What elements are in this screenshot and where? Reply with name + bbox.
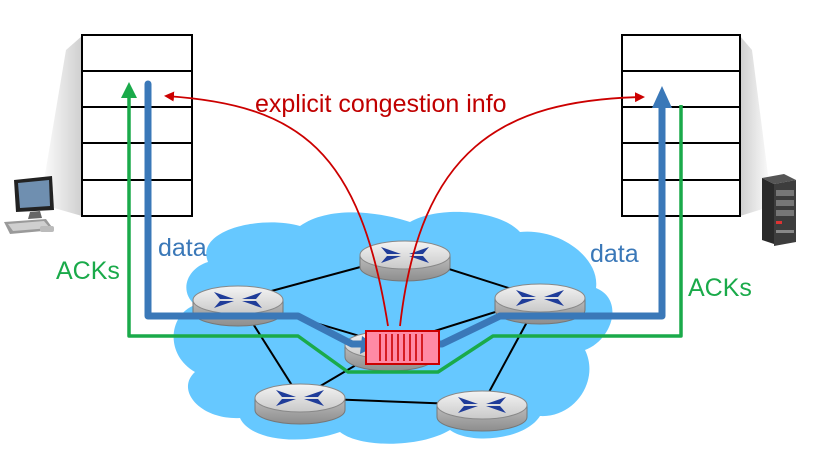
- client-perspective-wedge: [40, 36, 82, 216]
- data-arrowhead: [652, 86, 672, 108]
- router-left: [192, 285, 284, 327]
- explicit-info-arrow-left: [164, 91, 389, 327]
- router-bottom-right: [436, 390, 528, 432]
- server-perspective-wedge: [740, 36, 772, 216]
- client-buffer-stack: [81, 34, 193, 217]
- explicit-congestion-label: explicit congestion info: [255, 90, 507, 118]
- acks-label-left: ACKs: [56, 257, 120, 285]
- explicit-info-arrow-right: [399, 92, 645, 327]
- server-tower-icon: [762, 174, 796, 246]
- router-bottom-left: [254, 383, 346, 425]
- router-icon: [214, 292, 262, 308]
- congested-router-buffer: [365, 330, 440, 365]
- router-icon: [381, 247, 429, 263]
- router-icon: [516, 290, 564, 306]
- acks-label-right: ACKs: [688, 274, 752, 302]
- data-label-left: data: [158, 234, 207, 262]
- ack-path: [127, 95, 683, 374]
- router-icon: [458, 397, 506, 413]
- desktop-computer-icon: [4, 176, 54, 234]
- data-label-right: data: [590, 240, 639, 268]
- router-top: [359, 240, 451, 282]
- router-icon: [276, 390, 324, 406]
- ack-arrowhead: [121, 82, 137, 98]
